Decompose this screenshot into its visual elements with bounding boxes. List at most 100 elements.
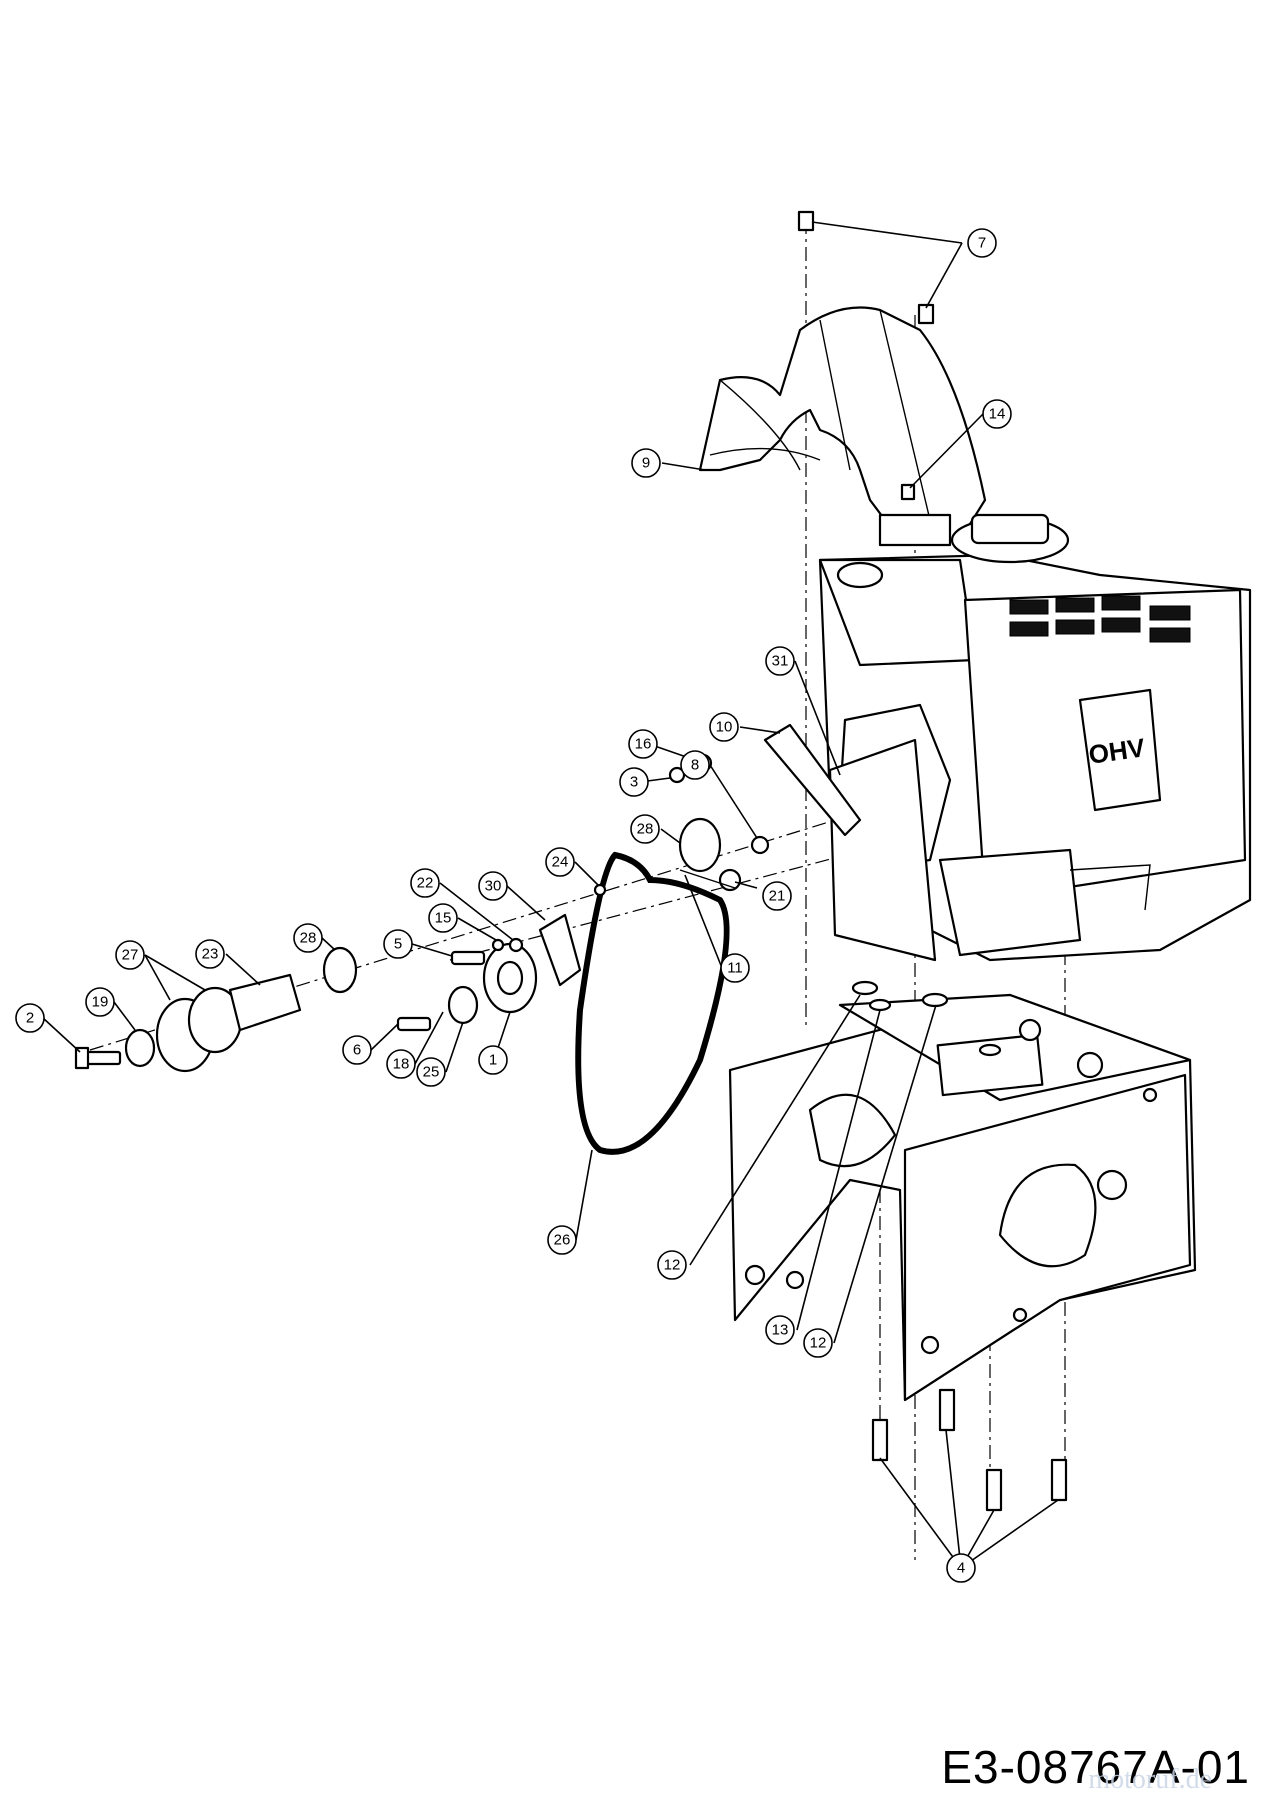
callout-c13: 13 (765, 1315, 795, 1345)
callout-circle (628, 729, 658, 759)
callout-c18: 18 (386, 1049, 416, 1079)
callout-label: 10 (716, 719, 733, 736)
callout-label: 12 (810, 1335, 827, 1352)
watermark: motoruf.de (1088, 1764, 1212, 1795)
callout-c12a: 12 (657, 1250, 687, 1280)
callout-circle (982, 399, 1012, 429)
callout-circle (428, 903, 458, 933)
leader-lines (42, 221, 1059, 1569)
callout-label: 8 (691, 757, 699, 774)
belt-cover (698, 306, 987, 547)
callout-label: 16 (635, 736, 652, 753)
callout-circle (478, 1045, 508, 1075)
callout-label: 12 (664, 1257, 681, 1274)
callout-c16: 16 (628, 729, 658, 759)
callout-c22: 22 (410, 868, 440, 898)
callout-circle (195, 939, 225, 969)
callout-c4: 4 (946, 1553, 976, 1583)
callout-circle (545, 847, 575, 877)
callout-circle (383, 929, 413, 959)
callout-c19: 19 (85, 987, 115, 1017)
callout-label: 4 (957, 1560, 965, 1577)
callout-label: 6 (353, 1042, 361, 1059)
callout-label: 28 (300, 930, 317, 947)
callout-circle (342, 1035, 372, 1065)
callout-c2: 2 (15, 1003, 45, 1033)
callout-c5: 5 (383, 929, 413, 959)
callout-c30: 30 (478, 871, 508, 901)
callout-c14: 14 (982, 399, 1012, 429)
callout-label: 3 (630, 774, 638, 791)
callout-c7: 7 (967, 228, 997, 258)
callout-c6: 6 (342, 1035, 372, 1065)
callout-label: 26 (554, 1232, 571, 1249)
callout-circle (410, 868, 440, 898)
callout-c12b: 12 (803, 1328, 833, 1358)
callout-label: 14 (989, 406, 1006, 423)
callout-label: 24 (552, 854, 569, 871)
callout-label: 7 (978, 235, 986, 252)
engine: OHV (818, 513, 1252, 962)
callout-c24: 24 (545, 847, 575, 877)
callout-label: 19 (92, 994, 109, 1011)
callout-circle (946, 1553, 976, 1583)
callout-circle (709, 712, 739, 742)
callout-label: 9 (642, 455, 650, 472)
callout-label: 30 (485, 878, 502, 895)
callout-label: 11 (727, 960, 743, 977)
callout-circle (803, 1328, 833, 1358)
callout-circle (293, 923, 323, 953)
callout-circle (657, 1250, 687, 1280)
callout-label: 5 (394, 936, 402, 953)
frame-housing (728, 993, 1197, 1402)
callout-label: 27 (122, 947, 139, 964)
callout-circle (720, 953, 750, 983)
callout-c26: 26 (547, 1225, 577, 1255)
callout-c3: 3 (619, 767, 649, 797)
callout-circle (386, 1049, 416, 1079)
callout-circle (547, 1225, 577, 1255)
drawing-code: E3-08767A-01 (941, 1741, 1250, 1793)
callout-label: 13 (772, 1322, 789, 1339)
callout-c1: 1 (478, 1045, 508, 1075)
callout-circle (967, 228, 997, 258)
callout-circle (15, 1003, 45, 1033)
callout-circle (478, 871, 508, 901)
callout-label: 21 (769, 888, 786, 905)
callout-c11: 11 (720, 953, 750, 983)
callout-label: 15 (435, 910, 452, 927)
callout-circle (85, 987, 115, 1017)
callout-label: 1 (489, 1052, 497, 1069)
callout-circle (680, 750, 710, 780)
callout-c21: 21 (762, 881, 792, 911)
callout-circle (765, 646, 795, 676)
callout-label: 28 (637, 821, 654, 838)
callout-label: 25 (423, 1064, 440, 1081)
callout-label: 23 (202, 946, 219, 963)
callout-circle (762, 881, 792, 911)
callout-c25: 25 (416, 1057, 446, 1087)
drive-belt (575, 851, 730, 1155)
callout-circle (416, 1057, 446, 1087)
callout-c15: 15 (428, 903, 458, 933)
callout-c28a: 28 (293, 923, 323, 953)
callout-c31: 31 (765, 646, 795, 676)
callout-circle (765, 1315, 795, 1345)
callout-c9: 9 (631, 448, 661, 478)
callout-circle (630, 814, 660, 844)
callout-circle (619, 767, 649, 797)
callout-label: 31 (772, 653, 789, 670)
callout-c23: 23 (195, 939, 225, 969)
callout-c28b: 28 (630, 814, 660, 844)
callout-c8: 8 (680, 750, 710, 780)
engine-grille (1009, 595, 1191, 643)
callout-circle (115, 940, 145, 970)
callout-c27: 27 (115, 940, 145, 970)
callout-label: 2 (26, 1010, 34, 1027)
engine-mount-plate (828, 738, 937, 962)
callout-label: 18 (393, 1056, 410, 1073)
callout-label: 22 (417, 875, 434, 892)
callout-circle (631, 448, 661, 478)
